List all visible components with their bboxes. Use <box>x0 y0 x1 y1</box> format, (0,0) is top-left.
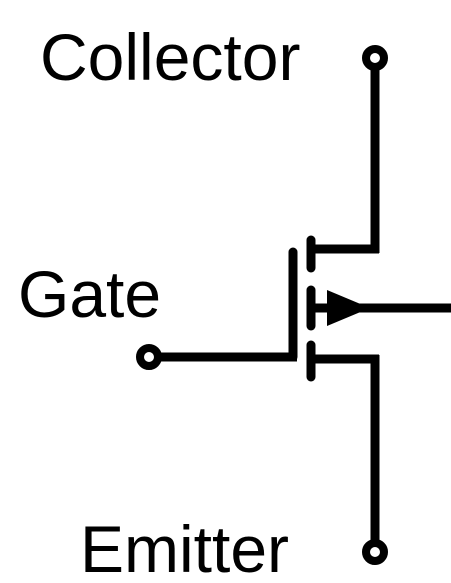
emitter-label: Emitter <box>80 512 289 583</box>
collector-terminal <box>362 45 388 71</box>
emitter-terminal <box>362 539 388 565</box>
arrow-icon <box>327 290 370 326</box>
gate-label: Gate <box>18 257 161 331</box>
gate-terminal <box>136 344 162 370</box>
collector-label: Collector <box>40 20 300 94</box>
